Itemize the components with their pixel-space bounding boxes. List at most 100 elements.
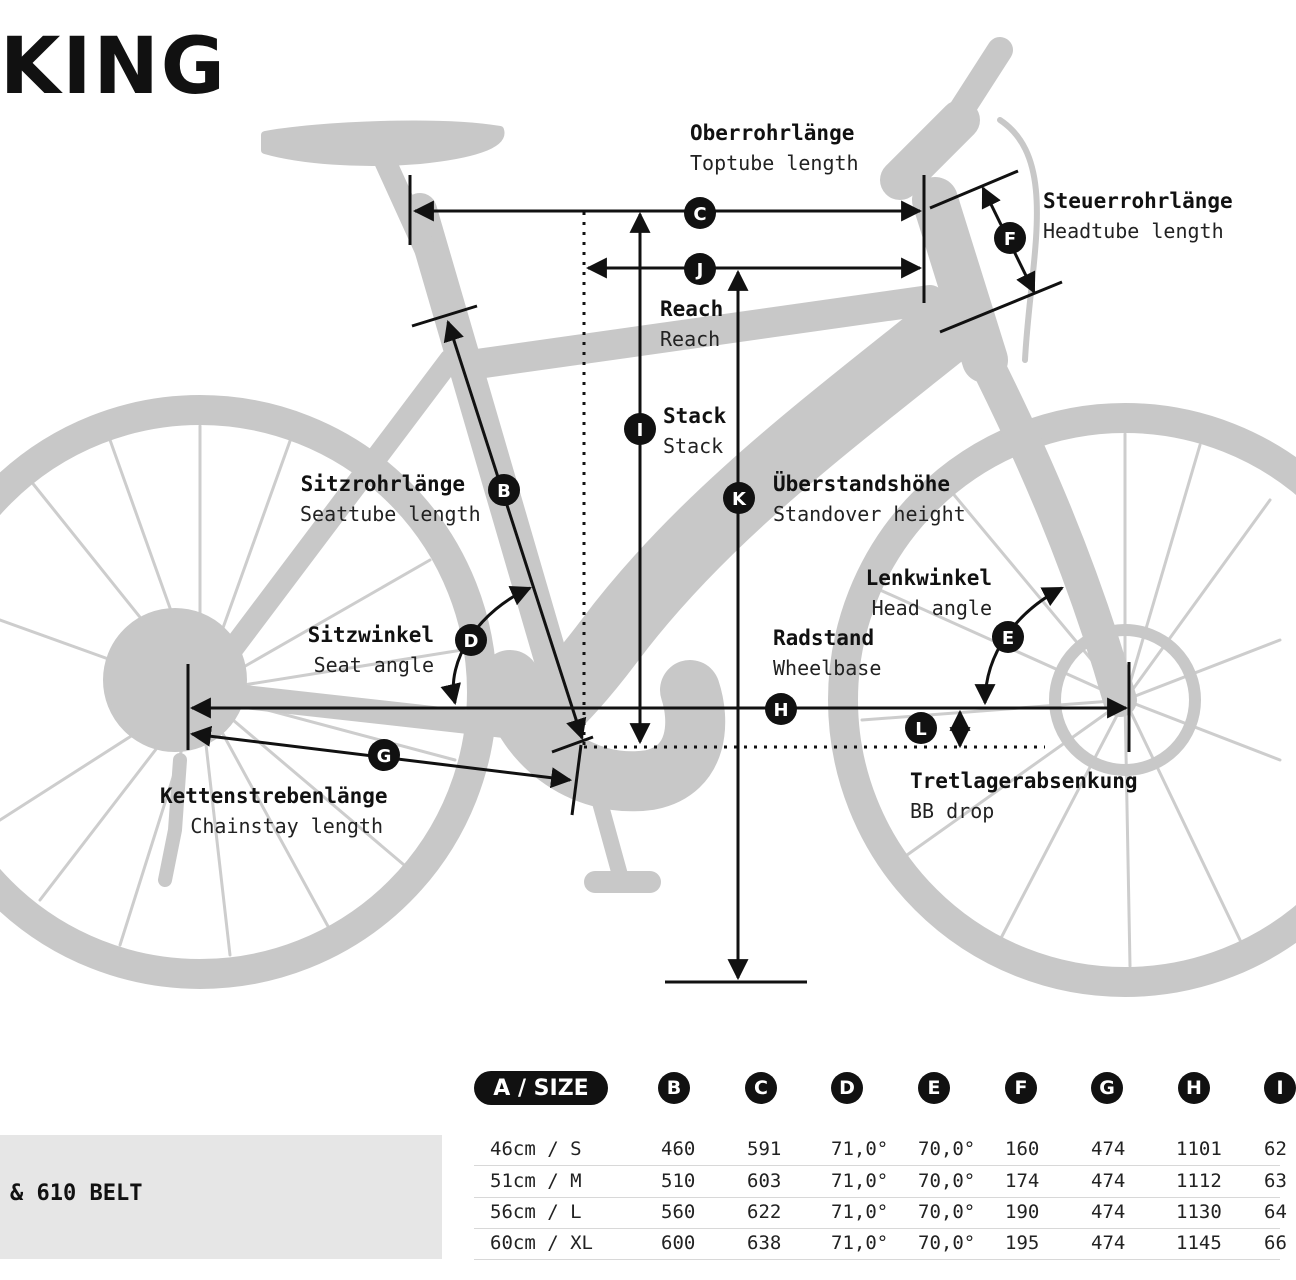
label-seattube-en: Seattube length <box>300 502 481 526</box>
column-header-i: I <box>1264 1072 1296 1104</box>
label-seattube-de: Sitzrohrlänge <box>300 472 465 496</box>
brake-cable <box>997 117 1040 363</box>
label-headtube-en: Headtube length <box>1043 219 1224 243</box>
size-cell: 56cm / L <box>490 1201 582 1223</box>
column-header-c: C <box>745 1072 777 1104</box>
marker-b: B <box>488 474 520 506</box>
column-header-b: B <box>658 1072 690 1104</box>
label-reach-de: Reach <box>660 297 724 321</box>
svg-text:I: I <box>637 420 644 441</box>
seatstay <box>189 349 461 703</box>
label-seatangle-en: Seat angle <box>313 653 434 677</box>
seatpost <box>369 139 441 271</box>
table-cell-i: 64 <box>1264 1201 1287 1223</box>
svg-text:B: B <box>497 481 511 502</box>
table-cell-e: 70,0° <box>918 1201 976 1223</box>
table-cell-f: 195 <box>1005 1232 1040 1254</box>
table-cell-f: 190 <box>1005 1201 1040 1223</box>
marker-d: D <box>455 624 487 656</box>
table-cell-d: 71,0° <box>831 1170 889 1192</box>
marker-e: E <box>992 621 1024 653</box>
cassette <box>103 608 247 752</box>
label-standover: Überstandshöhe Standover height <box>773 469 966 529</box>
headtube-extension-bottom <box>939 280 1063 334</box>
table-cell-c: 638 <box>747 1232 782 1254</box>
label-toptube: Oberrohrlänge Toptube length <box>690 118 859 178</box>
size-cell: 46cm / S <box>490 1138 582 1160</box>
table-cell-h: 1145 <box>1176 1232 1222 1254</box>
label-chainstay-en: Chainstay length <box>190 814 383 838</box>
table-cell-f: 174 <box>1005 1170 1040 1192</box>
svg-text:E: E <box>1002 628 1014 649</box>
label-standover-de: Überstandshöhe <box>773 472 951 496</box>
column-header-g: G <box>1091 1072 1123 1104</box>
label-bbdrop-de: Tretlagerabsenkung <box>910 769 1138 793</box>
svg-text:K: K <box>732 489 747 510</box>
label-headangle: Lenkwinkel Head angle <box>840 563 992 623</box>
table-cell-i: 63 <box>1264 1170 1287 1192</box>
model-name: & 610 BELT <box>10 1181 143 1206</box>
label-stack-de: Stack <box>663 404 727 428</box>
table-cell-b: 560 <box>661 1201 696 1223</box>
marker-f: F <box>994 222 1026 254</box>
label-bbdrop-en: BB drop <box>910 799 995 823</box>
table-cell-g: 474 <box>1091 1232 1126 1254</box>
letter-markers: C J F I K B D E H L G <box>368 197 1026 771</box>
svg-text:H: H <box>773 700 788 721</box>
head-tube <box>912 177 1008 383</box>
svg-text:D: D <box>464 631 479 652</box>
marker-k: K <box>723 482 755 514</box>
label-headtube: Steuerrohrlänge Headtube length <box>1043 186 1233 246</box>
label-seattube: Sitzrohrlänge Seattube length <box>300 469 481 529</box>
label-headtube-de: Steuerrohrlänge <box>1043 189 1233 213</box>
table-cell-g: 474 <box>1091 1201 1126 1223</box>
page-heading: KING <box>0 22 227 112</box>
svg-text:C: C <box>693 204 706 225</box>
marker-j: J <box>684 253 716 285</box>
fork <box>968 343 1137 717</box>
label-seatangle-de: Sitzwinkel <box>307 623 434 647</box>
svg-text:G: G <box>377 746 392 767</box>
label-stack-en: Stack <box>663 434 724 458</box>
label-toptube-en: Toptube length <box>690 151 859 175</box>
label-seatangle: Sitzwinkel Seat angle <box>300 620 434 680</box>
label-standover-en: Standover height <box>773 502 966 526</box>
seattube-extension-top <box>411 304 478 328</box>
table-cell-d: 71,0° <box>831 1138 889 1160</box>
dimension-lines <box>186 169 1131 984</box>
headtube-extension-top <box>929 169 1019 210</box>
table-cell-i: 62 <box>1264 1138 1287 1160</box>
table-cell-c: 603 <box>747 1170 782 1192</box>
size-cell: 60cm / XL <box>490 1232 593 1254</box>
label-bbdrop: Tretlagerabsenkung BB drop <box>910 766 1138 826</box>
table-cell-h: 1130 <box>1176 1201 1222 1223</box>
svg-text:L: L <box>915 719 926 740</box>
label-wheelbase-de: Radstand <box>773 626 875 650</box>
svg-text:J: J <box>695 260 704 281</box>
table-cell-c: 622 <box>747 1201 782 1223</box>
table-cell-e: 70,0° <box>918 1232 976 1254</box>
table-cell-d: 71,0° <box>831 1232 889 1254</box>
label-chainstay: Kettenstrebenlänge Chainstay length <box>160 781 388 841</box>
table-cell-i: 66 <box>1264 1232 1287 1254</box>
handlebar <box>942 37 1013 133</box>
table-cell-f: 160 <box>1005 1138 1040 1160</box>
table-cell-h: 1101 <box>1176 1138 1222 1160</box>
crank-arm <box>577 740 628 883</box>
table-cell-b: 510 <box>661 1170 696 1192</box>
bike-geometry-diagram: C J F I K B D E H L G <box>0 37 1296 997</box>
derailleur <box>158 753 187 887</box>
label-chainstay-de: Kettenstrebenlänge <box>160 784 388 808</box>
table-cell-g: 474 <box>1091 1170 1126 1192</box>
chainstay-extension-right <box>570 744 583 816</box>
seattube-dimension-line <box>443 320 587 740</box>
table-cell-e: 70,0° <box>918 1170 976 1192</box>
marker-c: C <box>684 197 716 229</box>
size-cell: 51cm / M <box>490 1170 582 1192</box>
marker-i: I <box>624 413 656 445</box>
table-cell-d: 71,0° <box>831 1201 889 1223</box>
